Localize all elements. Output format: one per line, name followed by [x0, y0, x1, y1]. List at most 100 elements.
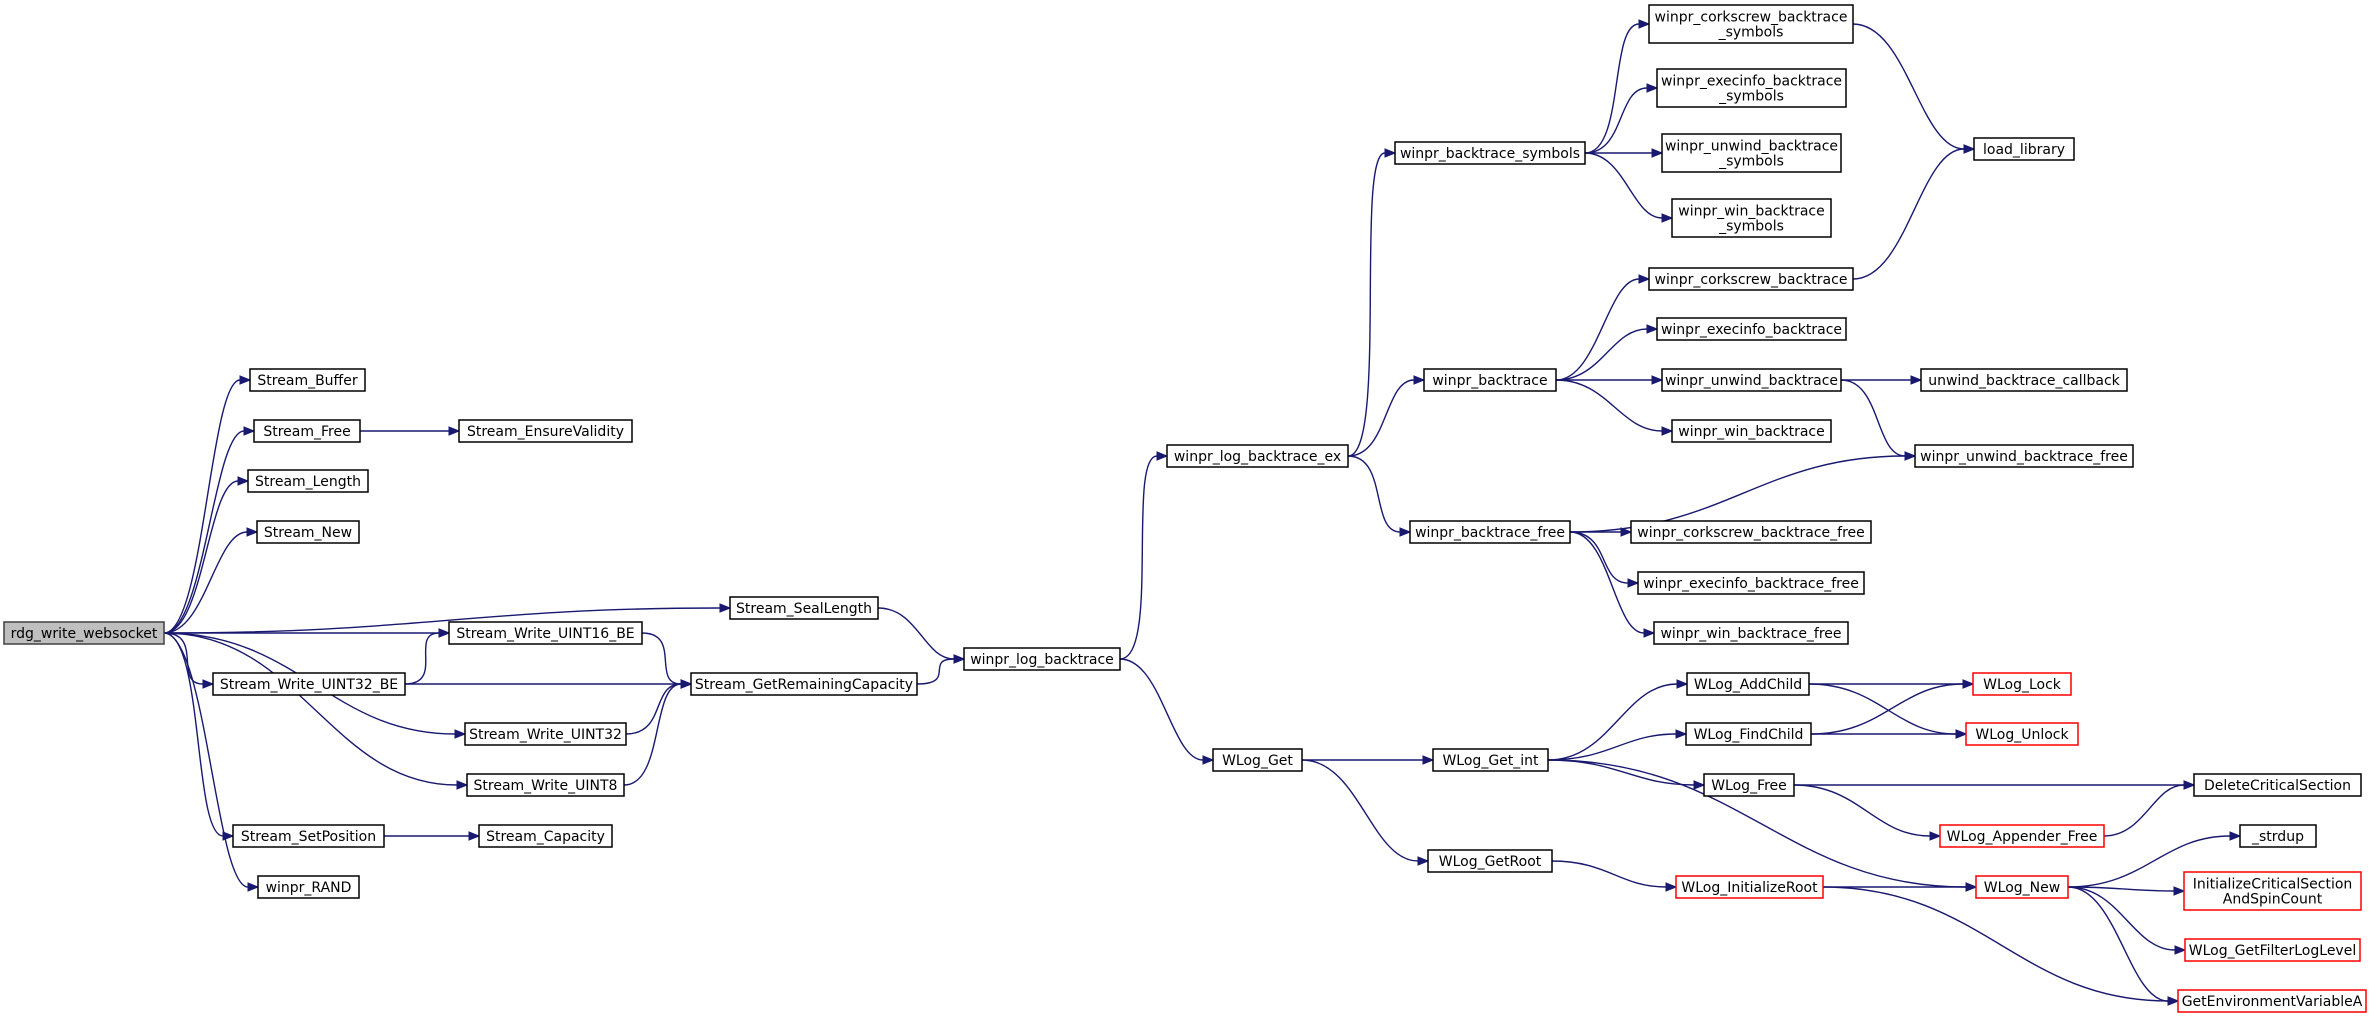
node-stream-new[interactable]: Stream_New	[256, 520, 360, 544]
edge-arrowhead	[456, 780, 469, 790]
node-label: Stream_GetRemainingCapacity	[695, 677, 913, 693]
node-rdg-write-websocket[interactable]: rdg_write_websocket	[3, 621, 165, 645]
node-stream-write-uint32[interactable]: Stream_Write_UINT32	[464, 722, 627, 746]
edge-stream-write-uint8-to-stream-getremainingcapacity	[623, 679, 693, 786]
node-winpr-win-backtrace-symbols[interactable]: winpr_win_backtrace_symbols	[1671, 198, 1832, 238]
node-winpr-log-backtrace-ex[interactable]: winpr_log_backtrace_ex	[1166, 444, 1349, 468]
node-wlog-appender-free[interactable]: WLog_Appender_Free	[1939, 824, 2105, 848]
edge-stream-getremainingcapacity-to-winpr-log-backtrace	[916, 654, 966, 685]
edge-arrowhead	[1156, 451, 1169, 461]
node-wlog-get[interactable]: WLog_Get	[1212, 748, 1303, 772]
node-label: WLog_GetFilterLogLevel	[2189, 943, 2356, 959]
edge-arrowhead	[454, 729, 467, 739]
edge-line	[641, 632, 682, 685]
node-stream-seallength[interactable]: Stream_SealLength	[729, 596, 879, 620]
edge-arrowhead	[202, 679, 215, 689]
edge-arrowhead	[1963, 144, 1976, 154]
node-winpr-win-backtrace-free[interactable]: winpr_win_backtrace_free	[1653, 621, 1849, 645]
node-label: WLog_AddChild	[1694, 677, 1802, 693]
edge-arrowhead	[239, 375, 252, 385]
node-stream-ensurevalidity[interactable]: Stream_EnsureValidity	[458, 419, 633, 443]
node-box	[1409, 520, 1571, 544]
node-winpr-rand[interactable]: winpr_RAND	[257, 875, 360, 899]
node-wlog-initializeroot[interactable]: WLog_InitializeRoot	[1675, 875, 1824, 899]
edge-arrowhead	[1422, 755, 1435, 765]
edge-line	[1569, 531, 1629, 584]
node-stream-write-uint16-be[interactable]: Stream_Write_UINT16_BE	[448, 621, 643, 645]
node-box	[1920, 368, 2128, 392]
node-load-library[interactable]: load_library	[1973, 137, 2075, 161]
node-winpr-unwind-backtrace-symbols[interactable]: winpr_unwind_backtrace_symbols	[1661, 133, 1842, 173]
node-winpr-corkscrew-backtrace[interactable]: winpr_corkscrew_backtrace	[1648, 267, 1854, 291]
node-stream-setposition[interactable]: Stream_SetPosition	[232, 824, 385, 848]
node-stream-write-uint32-be[interactable]: Stream_Write_UINT32_BE	[212, 672, 406, 696]
node-box	[1939, 824, 2105, 848]
edge-line	[2067, 835, 2231, 888]
edge-line	[1547, 733, 1677, 761]
node-stream-getremainingcapacity[interactable]: Stream_GetRemainingCapacity	[690, 672, 918, 696]
node-label: _symbols	[1718, 154, 1784, 170]
node-getenvironmentvariablea[interactable]: GetEnvironmentVariableA	[2177, 989, 2367, 1013]
node-unwind-backtrace-callback[interactable]: unwind_backtrace_callback	[1920, 368, 2128, 392]
edge-arrowhead	[1638, 274, 1651, 284]
node-label: winpr_log_backtrace	[970, 652, 1114, 668]
node-label: winpr_win_backtrace	[1678, 204, 1824, 220]
node-wlog-new[interactable]: WLog_New	[1975, 875, 2069, 899]
edge-arrowhead	[1627, 578, 1640, 588]
node-wlog-addchild[interactable]: WLog_AddChild	[1686, 672, 1810, 696]
node-box	[1661, 368, 1842, 392]
node-winpr-unwind-backtrace-free[interactable]: winpr_unwind_backtrace_free	[1914, 444, 2134, 468]
node-box	[963, 647, 1121, 671]
edge-line	[623, 683, 682, 786]
node-winpr-log-backtrace[interactable]: winpr_log_backtrace	[963, 647, 1121, 671]
node-wlog-getroot[interactable]: WLog_GetRoot	[1427, 849, 1553, 873]
edge-wlog-free-to-deletecriticalsection	[1793, 780, 2196, 790]
edge-arrowhead	[1638, 19, 1651, 29]
node-winpr-execinfo-backtrace-free[interactable]: winpr_execinfo_backtrace_free	[1637, 571, 1865, 595]
node-label: Stream_Length	[255, 474, 361, 490]
edge-winpr-unwind-backtrace-to-unwind-backtrace-callback	[1840, 375, 1923, 385]
node-stream-length[interactable]: Stream_Length	[247, 469, 369, 493]
node-stream-capacity[interactable]: Stream_Capacity	[478, 824, 613, 848]
node-wlog-getfilterloglevel[interactable]: WLog_GetFilterLogLevel	[2184, 938, 2361, 962]
node-deletecriticalsection[interactable]: DeleteCriticalSection	[2193, 773, 2362, 797]
node-label: WLog_GetRoot	[1439, 854, 1542, 870]
node-winpr-backtrace-symbols[interactable]: winpr_backtrace_symbols	[1394, 141, 1586, 165]
node-wlog-get-int[interactable]: WLog_Get_int	[1432, 748, 1549, 772]
node-box	[1212, 748, 1303, 772]
node-stream-free[interactable]: Stream_Free	[253, 419, 361, 443]
node-winpr-execinfo-backtrace-symbols[interactable]: winpr_execinfo_backtrace_symbols	[1656, 68, 1847, 108]
node-box	[1686, 672, 1810, 696]
edge-line	[1347, 379, 1415, 457]
node-label: winpr_backtrace	[1432, 373, 1547, 389]
node-winpr-backtrace-free[interactable]: winpr_backtrace_free	[1409, 520, 1571, 544]
node-strdup[interactable]: _strdup	[2239, 824, 2317, 848]
edge-arrowhead	[1384, 148, 1397, 158]
edge-line	[163, 607, 721, 634]
node-wlog-findchild[interactable]: WLog_FindChild	[1685, 722, 1812, 746]
node-wlog-free[interactable]: WLog_Free	[1703, 773, 1795, 797]
edge-line	[163, 379, 241, 634]
node-box	[232, 824, 385, 848]
node-box	[1423, 368, 1557, 392]
node-wlog-unlock[interactable]: WLog_Unlock	[1965, 722, 2079, 746]
edge-arrowhead	[953, 654, 966, 664]
edge-line	[1547, 759, 1967, 888]
node-winpr-win-backtrace[interactable]: winpr_win_backtrace	[1671, 419, 1832, 443]
node-stream-write-uint8[interactable]: Stream_Write_UINT8	[466, 773, 625, 797]
node-box	[249, 368, 366, 392]
node-winpr-corkscrew-backtrace-free[interactable]: winpr_corkscrew_backtrace_free	[1630, 520, 1872, 544]
edge-line	[163, 632, 204, 685]
node-winpr-backtrace[interactable]: winpr_backtrace	[1423, 368, 1557, 392]
node-winpr-execinfo-backtrace[interactable]: winpr_execinfo_backtrace	[1656, 317, 1847, 341]
node-winpr-unwind-backtrace[interactable]: winpr_unwind_backtrace	[1661, 368, 1842, 392]
edge-winpr-log-backtrace-ex-to-winpr-backtrace-free	[1347, 455, 1412, 537]
node-label: winpr_win_backtrace	[1678, 424, 1824, 440]
node-box	[1975, 875, 2069, 899]
edge-wlog-free-to-wlog-appender-free	[1793, 784, 1942, 841]
node-box	[1656, 317, 1847, 341]
node-winpr-corkscrew-backtrace-symbols[interactable]: winpr_corkscrew_backtrace_symbols	[1648, 4, 1854, 44]
node-stream-buffer[interactable]: Stream_Buffer	[249, 368, 366, 392]
node-wlog-lock[interactable]: WLog_Lock	[1972, 672, 2072, 696]
